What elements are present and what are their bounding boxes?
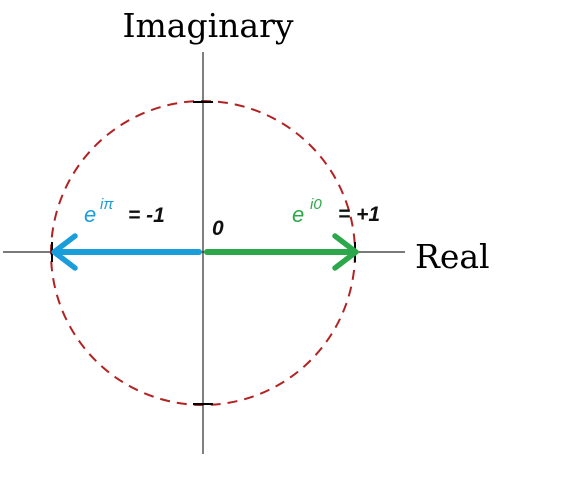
right-arrow: [204, 233, 359, 271]
real-axis-label: Real: [415, 237, 490, 276]
left-arrow-head: [51, 233, 78, 271]
left-expression-exponent: iπ: [100, 196, 114, 213]
right-arrow-head: [332, 233, 359, 271]
right-expression-base: e: [292, 202, 304, 227]
left-expression-value: = -1: [128, 204, 165, 227]
right-expression-value: = +1: [338, 203, 380, 226]
left-arrow: [51, 233, 202, 271]
origin-label: 0: [212, 217, 224, 240]
right-expression-exponent: i0: [310, 196, 322, 213]
left-expression-base: e: [84, 202, 96, 227]
imaginary-axis-label: Imaginary: [122, 6, 293, 45]
